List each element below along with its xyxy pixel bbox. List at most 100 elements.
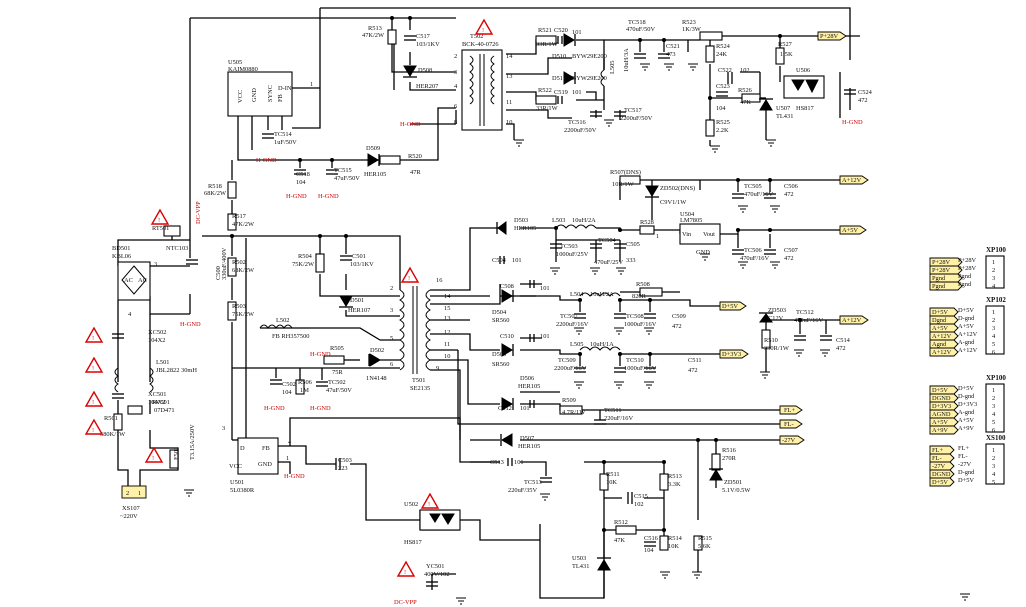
svg-text:220uF/35V: 220uF/35V (508, 487, 538, 494)
svg-text:C521: C521 (666, 43, 680, 50)
svg-text:104: 104 (716, 105, 726, 112)
svg-text:-27V: -27V (958, 461, 972, 468)
svg-text:472: 472 (836, 345, 846, 352)
warning-icons: ! ! ! ! ! ! ! ! ! ! (84, 18, 494, 577)
svg-text:5: 5 (390, 335, 393, 342)
svg-text:R528: R528 (640, 219, 654, 226)
warning-icon: ! (396, 560, 416, 577)
svg-text:47uF/50V: 47uF/50V (334, 175, 360, 182)
svg-text:BCK-40-0726: BCK-40-0726 (462, 41, 499, 48)
capacitors: C517 103/1KV TC514 1uF/50V C518 104 TC51… (112, 19, 873, 587)
ic-u505: U505 KAIM0880 VCC GND SYNC FB D-IN 1 (227, 59, 313, 117)
svg-text:C517: C517 (416, 33, 431, 40)
svg-text:KAIM0880: KAIM0880 (228, 66, 258, 73)
svg-text:C501: C501 (352, 253, 366, 260)
transformer-t501: T501 SE2135 2 3 5 6 16 14 15 13 12 11 10… (390, 277, 451, 392)
svg-text:D+5V: D+5V (958, 385, 974, 392)
svg-text:R507(DNS): R507(DNS) (610, 169, 641, 176)
svg-text:T501: T501 (412, 377, 426, 384)
svg-text:!: ! (92, 399, 94, 406)
svg-text:6: 6 (992, 349, 995, 356)
svg-text:R501: R501 (104, 415, 118, 422)
svg-text:D503: D503 (514, 217, 528, 224)
svg-text:10uH/1A: 10uH/1A (590, 341, 614, 348)
svg-text:C518: C518 (296, 171, 310, 178)
svg-text:BYW29E200: BYW29E200 (572, 75, 607, 82)
svg-text:2200uF/16V: 2200uF/16V (556, 321, 589, 328)
svg-text:470uF/16V: 470uF/16V (740, 255, 770, 262)
svg-text:R522: R522 (538, 87, 552, 94)
svg-text:BYW29E200: BYW29E200 (572, 53, 607, 60)
svg-text:104: 104 (644, 547, 654, 554)
svg-text:C523: C523 (716, 83, 730, 90)
svg-text:FB RH357500: FB RH357500 (272, 333, 309, 340)
svg-text:3: 3 (992, 325, 995, 332)
svg-text:D-IN: D-IN (278, 85, 292, 92)
svg-text:47uF/50V: 47uF/50V (326, 387, 352, 394)
svg-text:H-GND: H-GND (256, 157, 277, 164)
svg-text:472: 472 (672, 323, 682, 330)
svg-text:680K/1W: 680K/1W (100, 431, 126, 438)
svg-text:D+5V: D+5V (958, 307, 974, 314)
svg-text:DGND: DGND (932, 395, 951, 402)
svg-text:TC507: TC507 (560, 313, 579, 320)
svg-text:XP102: XP102 (986, 296, 1006, 304)
svg-text:!: ! (408, 275, 410, 282)
svg-text:HS817: HS817 (796, 105, 815, 112)
svg-text:470uF/16V: 470uF/16V (744, 191, 774, 198)
svg-text:C12V: C12V (768, 315, 784, 322)
svg-text:H-GND: H-GND (318, 193, 339, 200)
svg-text:10uH/2A: 10uH/2A (590, 291, 614, 298)
svg-text:5: 5 (992, 341, 995, 348)
svg-text:-27V: -27V (932, 463, 946, 470)
svg-text:C508: C508 (500, 283, 514, 290)
svg-text:A+9V: A+9V (932, 427, 948, 434)
warning-icon: ! (474, 18, 494, 35)
svg-text:R526: R526 (738, 87, 752, 94)
svg-text:FB: FB (262, 445, 270, 452)
svg-text:10R/1W: 10R/1W (612, 181, 635, 188)
svg-text:R503: R503 (232, 303, 246, 310)
svg-text:C503: C503 (338, 457, 352, 464)
svg-text:D-gnd: D-gnd (958, 393, 975, 400)
svg-text:6: 6 (454, 103, 457, 110)
svg-text:!: ! (404, 569, 406, 576)
svg-text:4.7R/1W: 4.7R/1W (562, 409, 586, 416)
svg-text:470uF/50V: 470uF/50V (626, 26, 656, 33)
svg-text:1.5K: 1.5K (780, 51, 793, 58)
svg-text:C516: C516 (644, 535, 658, 542)
svg-text:D+5V: D+5V (932, 387, 948, 394)
svg-text:TC518: TC518 (628, 19, 646, 26)
svg-text:FL+: FL+ (932, 447, 943, 454)
svg-text:3: 3 (222, 425, 225, 432)
svg-text:!: ! (152, 455, 154, 462)
svg-text:R509: R509 (562, 397, 576, 404)
svg-text:C506: C506 (784, 183, 798, 190)
svg-text:1: 1 (286, 455, 289, 462)
svg-text:DC-VPP: DC-VPP (195, 201, 202, 224)
svg-text:TC502: TC502 (328, 379, 346, 386)
svg-text:11: 11 (506, 99, 512, 106)
svg-text:L505: L505 (570, 341, 584, 348)
svg-text:75K/2W: 75K/2W (232, 311, 255, 318)
svg-text:47K/2W: 47K/2W (362, 32, 385, 39)
ac-input-connector-xs107: 2 1 XS107 ~220V (120, 485, 147, 520)
svg-text:AC: AC (138, 277, 147, 284)
svg-text:A+5V: A+5V (932, 419, 948, 426)
svg-text:C505: C505 (626, 241, 640, 248)
svg-text:F501: F501 (173, 447, 180, 460)
svg-text:A+12V: A+12V (932, 349, 952, 356)
svg-text:T3.15A/250V: T3.15A/250V (189, 424, 196, 460)
svg-text:1: 1 (138, 490, 141, 497)
svg-text:ZD503: ZD503 (768, 307, 786, 314)
svg-text:TL431: TL431 (776, 113, 793, 120)
svg-text:R513: R513 (668, 473, 682, 480)
svg-text:4: 4 (992, 411, 996, 418)
svg-text:104X2: 104X2 (148, 399, 165, 406)
